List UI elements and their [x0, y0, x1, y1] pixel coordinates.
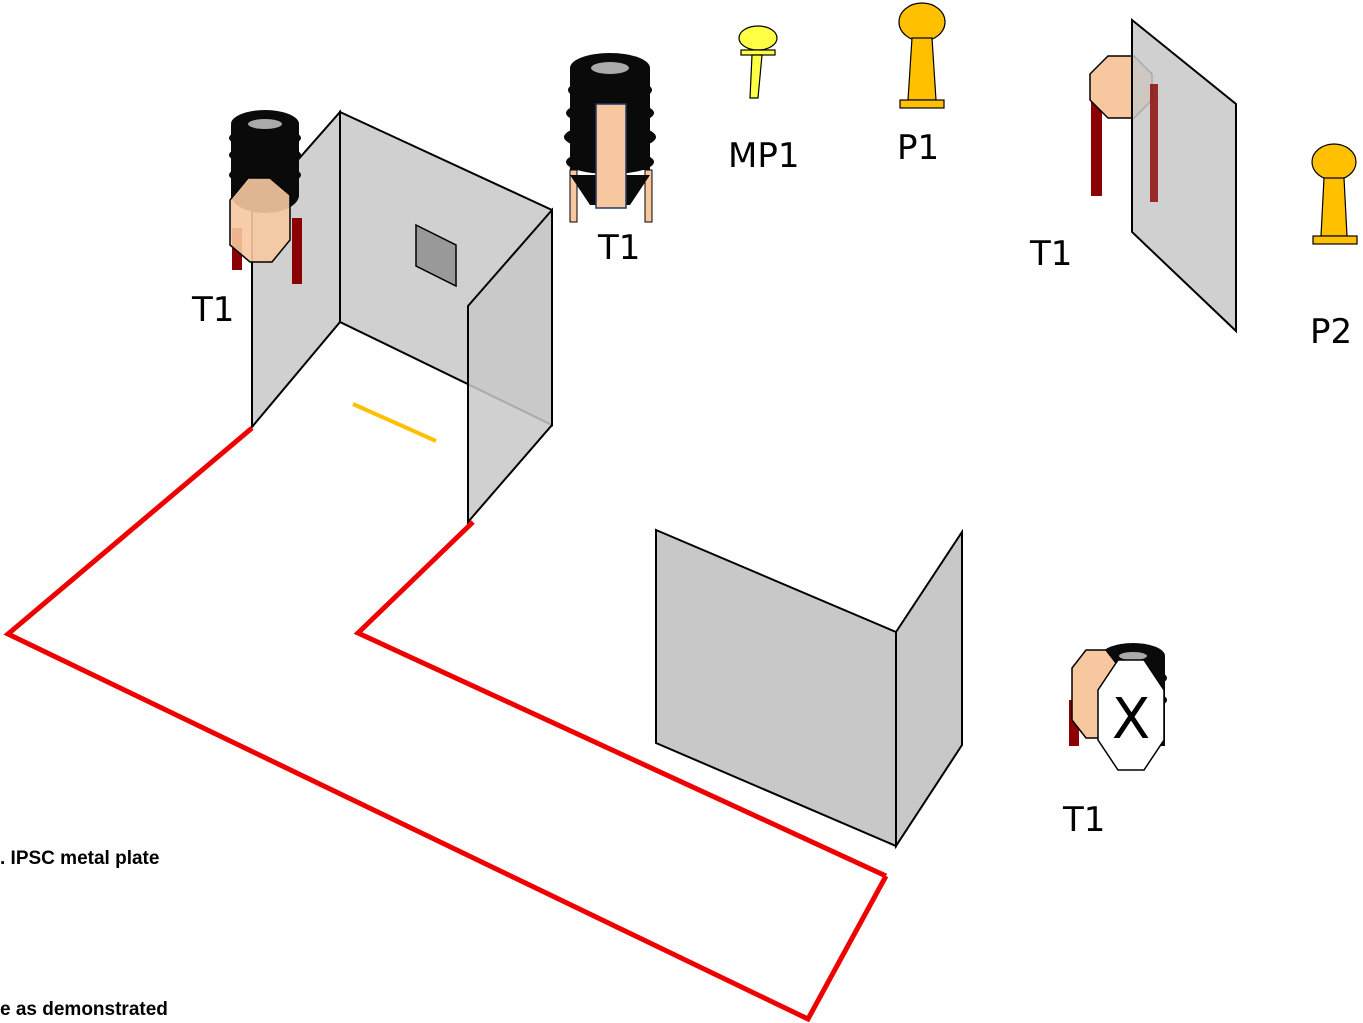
target-t1-right — [1089, 17, 1237, 334]
target-stand-left-r — [1091, 86, 1102, 196]
fault-line-inner — [353, 520, 888, 879]
target-t1-bottom-right: X — [1069, 643, 1167, 771]
note-line-2: e as demonstrated — [0, 999, 168, 1020]
no-shoot-face — [1097, 659, 1165, 771]
target-stand-right — [292, 218, 302, 284]
target-t1-left — [229, 110, 302, 284]
mini-popper-mp1 — [738, 25, 778, 99]
start-position-mark — [352, 402, 437, 443]
label-p1: P1 — [897, 128, 940, 168]
target-face-center — [595, 103, 627, 209]
label-t1-left: T1 — [192, 290, 235, 330]
label-t1-bottom-right: T1 — [1063, 800, 1106, 840]
label-t1-center: T1 — [598, 228, 641, 268]
no-shoot-mark: X — [1112, 687, 1150, 752]
label-p2: P2 — [1310, 312, 1353, 352]
wall-bottom-side — [895, 528, 963, 850]
target-stand-right-r — [1150, 84, 1158, 202]
wall-bottom-front — [655, 528, 897, 848]
wall-window — [415, 223, 457, 288]
note-line-1: . IPSC metal plate — [0, 848, 160, 869]
wall-right-side — [467, 207, 553, 525]
label-t1-right: T1 — [1030, 234, 1073, 274]
label-mp1: MP1 — [728, 136, 800, 176]
target-face-left — [229, 177, 291, 263]
popper-p2 — [1311, 143, 1358, 245]
popper-p1 — [898, 2, 946, 109]
wall-diagonal-right — [1131, 17, 1237, 334]
fault-line-outer — [3, 426, 889, 1023]
target-t1-barrel-center — [564, 53, 656, 223]
